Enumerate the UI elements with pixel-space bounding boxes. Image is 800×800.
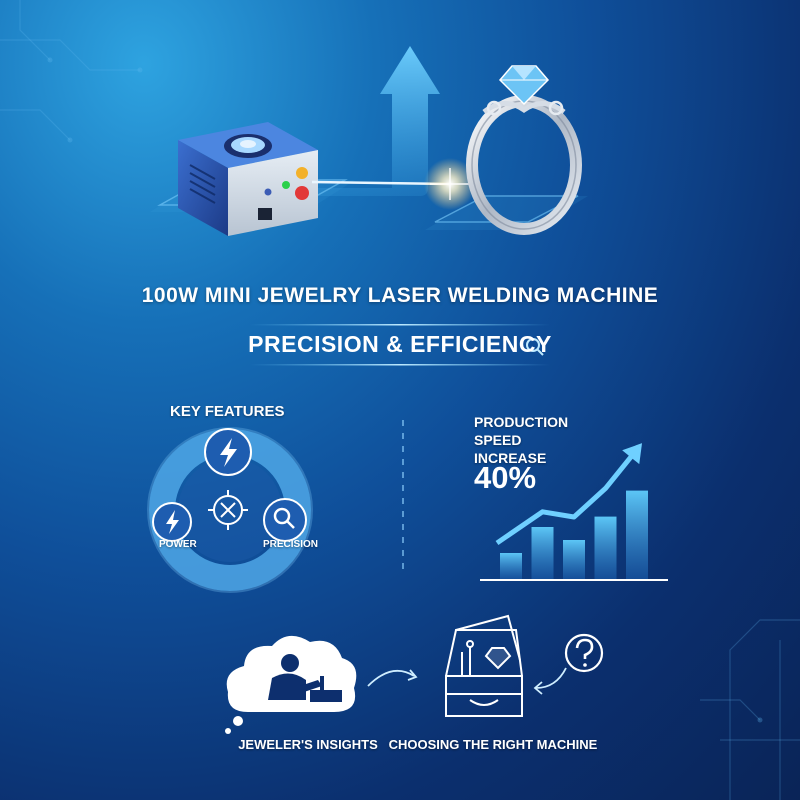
feature-label-precision: PRECISION <box>263 539 319 550</box>
chart-bar <box>626 490 648 579</box>
toolbox-icon <box>445 614 523 717</box>
jewelers-insights-label: JEWELER'S INSIGHTS <box>238 737 378 752</box>
speed-label: PRODUCTION SPEED INCREASE <box>474 413 614 467</box>
key-features-heading: KEY FEATURES <box>170 403 285 420</box>
laser-machine-icon <box>178 122 318 236</box>
jeweler-at-bench-icon <box>225 635 357 734</box>
key-features-diagram <box>147 427 313 593</box>
crossed-tools-icon <box>208 490 248 530</box>
speed-label-line1: PRODUCTION SPEED <box>474 414 569 448</box>
speed-value: 40% <box>474 460 537 495</box>
question-icon <box>564 633 604 673</box>
chart-bar <box>500 553 522 579</box>
choosing-machine-label: CHOOSING THE RIGHT MACHINE <box>388 737 598 752</box>
trend-arrowhead <box>622 443 643 465</box>
magnifier-icon <box>526 338 544 356</box>
chart-bar <box>594 516 617 579</box>
lightning-icon <box>220 438 237 467</box>
speed-chart <box>480 443 668 581</box>
chart-bar <box>563 540 585 579</box>
chart-bar <box>531 527 554 579</box>
page-title: 100W MINI JEWELRY LASER WELDING MACHINE <box>141 284 659 307</box>
speed-label-line2: INCREASE <box>474 450 547 466</box>
subtitle: PRECISION & EFFICIENCY <box>248 331 552 357</box>
up-arrow-icon <box>252 46 440 196</box>
trend-line <box>495 447 639 546</box>
subtitle-banner: PRECISION & EFFICIENCY <box>0 322 800 370</box>
feature-label-power: POWER <box>159 539 197 550</box>
diamond-ring-icon <box>466 65 582 235</box>
